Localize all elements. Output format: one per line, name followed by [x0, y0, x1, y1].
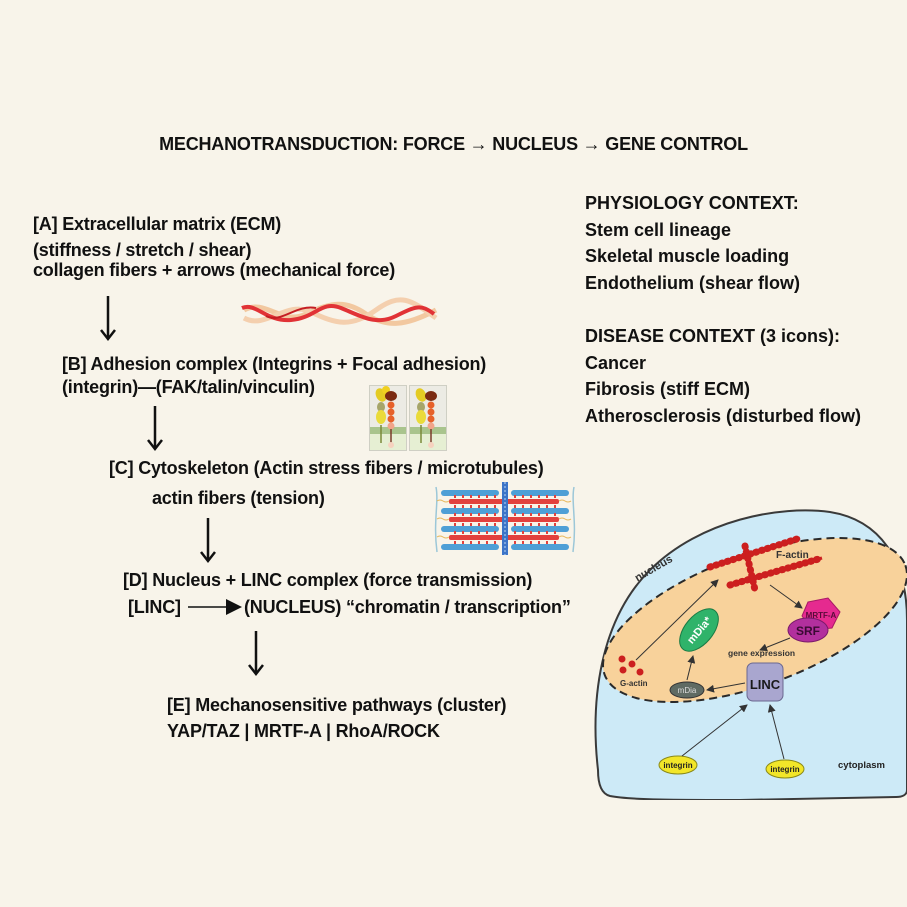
step-d-title: [D] Nucleus + LINC complex (force transm…	[123, 570, 533, 590]
arrow-down-icon	[147, 406, 163, 452]
integrin-left-shape	[658, 755, 698, 775]
step-a-title: [A] Extracellular matrix (ECM)	[33, 214, 282, 234]
integrin-right-label: integrin	[770, 765, 799, 774]
physiology-item: Skeletal muscle loading	[585, 246, 790, 266]
linc-shape	[746, 662, 784, 702]
step-a-description: collagen fibers + arrows (mechanical for…	[33, 260, 396, 280]
gene-expression-label: gene expression	[728, 648, 795, 658]
arrow-right-icon	[188, 599, 242, 615]
arrow-down-icon	[248, 631, 264, 677]
cell-diagram: nucleus F-actin MRTF-A SRF gene expressi…	[594, 509, 907, 800]
physiology-context: PHYSIOLOGY CONTEXT: Stem cell lineage Sk…	[585, 190, 800, 296]
f-actin-label: F-actin	[776, 550, 809, 561]
arrow-down-icon	[100, 296, 116, 342]
diagram-title: MECHANOTRANSDUCTION: FORCE → NUCLEUS → G…	[159, 134, 748, 154]
step-c-title: [C] Cytoskeleton (Actin stress fibers / …	[109, 458, 544, 478]
disease-item: Cancer	[585, 352, 647, 373]
mdia-label: mDia	[678, 686, 697, 695]
sarcomere-actin-fibers-icon	[434, 482, 576, 555]
mrtf-a-label: MRTF-A	[806, 611, 837, 620]
disease-item: Fibrosis (stiff ECM)	[585, 379, 750, 399]
srf-shape	[787, 617, 829, 643]
step-d-linc-label: [LINC]	[128, 597, 181, 617]
step-e-title: [E] Mechanosensitive pathways (cluster)	[167, 695, 507, 715]
integrin-left-label: integrin	[663, 761, 692, 770]
cytoplasm-label: cytoplasm	[838, 760, 885, 771]
disease-heading: DISEASE CONTEXT (3 icons):	[585, 326, 841, 346]
disease-context: DISEASE CONTEXT (3 icons): Cancer Fibros…	[585, 323, 861, 429]
mdia-shape	[669, 681, 705, 699]
step-e-pathways: YAP/TAZ | MRTF-A | RhoA/ROCK	[167, 721, 440, 741]
collagen-fiber-icon	[241, 297, 438, 326]
step-b-subtitle: (integrin)—(FAK/talin/vinculin)	[62, 377, 315, 397]
arrow-down-icon	[200, 518, 216, 564]
step-a-subtitle: (stiffness / stretch / shear)	[33, 240, 252, 260]
step-c-subtitle: actin fibers (tension)	[152, 488, 325, 508]
physiology-item: Endothelium (shear flow)	[585, 272, 801, 293]
g-actin-label: G-actin	[620, 679, 648, 688]
srf-label: SRF	[796, 624, 820, 638]
step-d-nucleus-label: (NUCLEUS) “chromatin / transcription”	[244, 597, 571, 617]
integrin-right-shape	[765, 759, 805, 779]
linc-label: LINC	[750, 677, 781, 692]
signaling-arrows	[635, 579, 803, 760]
g-actin-monomers	[618, 655, 644, 676]
step-b-title: [B] Adhesion complex (Integrins + Focal …	[62, 354, 487, 374]
integrin-focal-adhesion-icon	[369, 385, 447, 451]
mdia-active-shape	[679, 608, 719, 652]
f-actin-filaments	[706, 534, 826, 594]
disease-item: Atherosclerosis (disturbed flow)	[585, 405, 862, 426]
physiology-heading: PHYSIOLOGY CONTEXT:	[585, 193, 799, 213]
physiology-item: Stem cell lineage	[585, 219, 732, 240]
